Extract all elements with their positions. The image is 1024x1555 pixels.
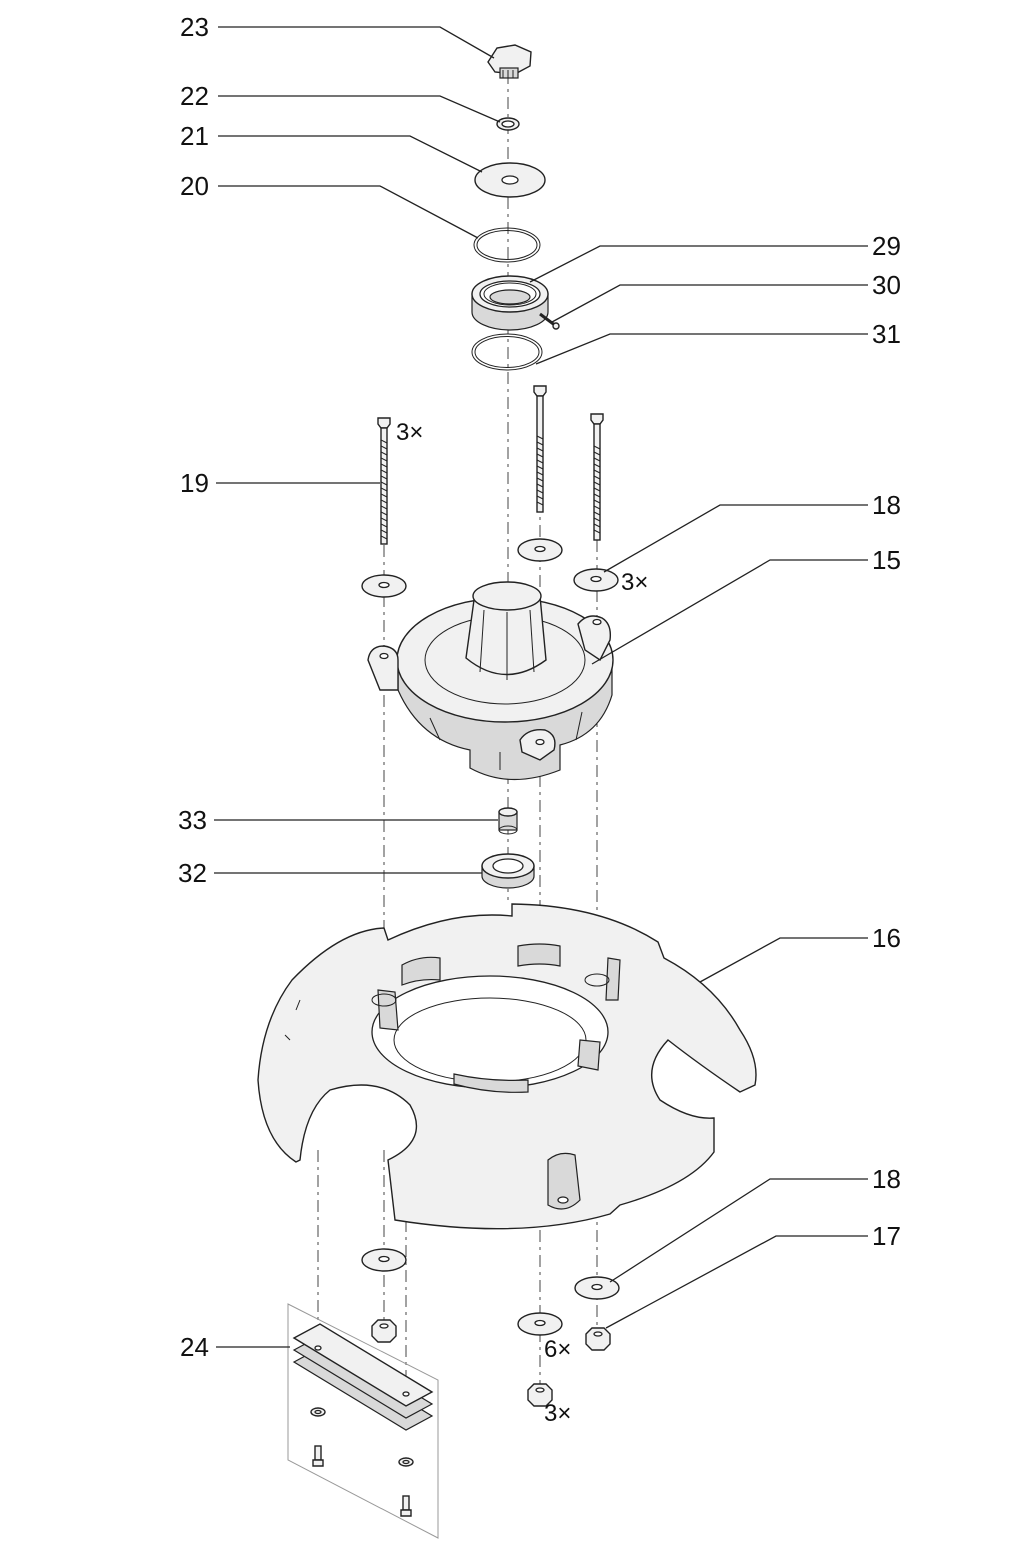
part-19-bolts <box>377 385 604 545</box>
bolt-left <box>377 417 391 545</box>
callout-17: 17 <box>872 1221 901 1251</box>
callout-labels: 23 22 21 20 29 30 31 19 18 15 33 32 16 1… <box>178 12 901 1362</box>
part-20-o-ring <box>473 227 541 263</box>
part-32-grommet <box>481 853 535 889</box>
part-24-plate-kit <box>287 1303 439 1539</box>
part-17-nuts <box>371 1319 611 1407</box>
leader-lines <box>214 26 868 1348</box>
part-31-o-ring <box>471 333 543 371</box>
callout-30: 30 <box>872 270 901 300</box>
part-15-hub <box>367 581 614 781</box>
callout-15: 15 <box>872 545 901 575</box>
part-22-ring <box>496 117 520 131</box>
callout-29: 29 <box>872 231 901 261</box>
qty-bottom-washers: 6× <box>544 1336 571 1363</box>
part-21-washer <box>474 162 546 198</box>
callout-24: 24 <box>180 1332 209 1362</box>
callout-33: 33 <box>178 805 207 835</box>
qty-nuts: 3× <box>544 1400 571 1427</box>
callout-20: 20 <box>180 171 209 201</box>
bolt-right <box>590 413 604 541</box>
callout-32: 32 <box>178 858 207 888</box>
part-18-top-washers <box>361 538 619 598</box>
bolt-middle <box>533 385 547 513</box>
callout-22: 22 <box>180 81 209 111</box>
part-23-plug <box>487 44 532 79</box>
callout-31: 31 <box>872 319 901 349</box>
quantity-labels: 3× 3× 6× 3× <box>396 419 648 1427</box>
part-29-bearing <box>471 275 549 331</box>
callout-16: 16 <box>872 923 901 953</box>
part-33-bushing <box>498 807 518 835</box>
part-18-bottom-washers <box>361 1248 620 1336</box>
part-30-screw <box>539 312 560 330</box>
part-16-base <box>257 903 757 1230</box>
callout-18-bottom: 18 <box>872 1164 901 1194</box>
callout-23: 23 <box>180 12 209 42</box>
qty-bolts: 3× <box>396 419 423 446</box>
callout-18-top: 18 <box>872 490 901 520</box>
callout-21: 21 <box>180 121 209 151</box>
callout-19: 19 <box>180 468 209 498</box>
qty-top-washers: 3× <box>621 569 648 596</box>
